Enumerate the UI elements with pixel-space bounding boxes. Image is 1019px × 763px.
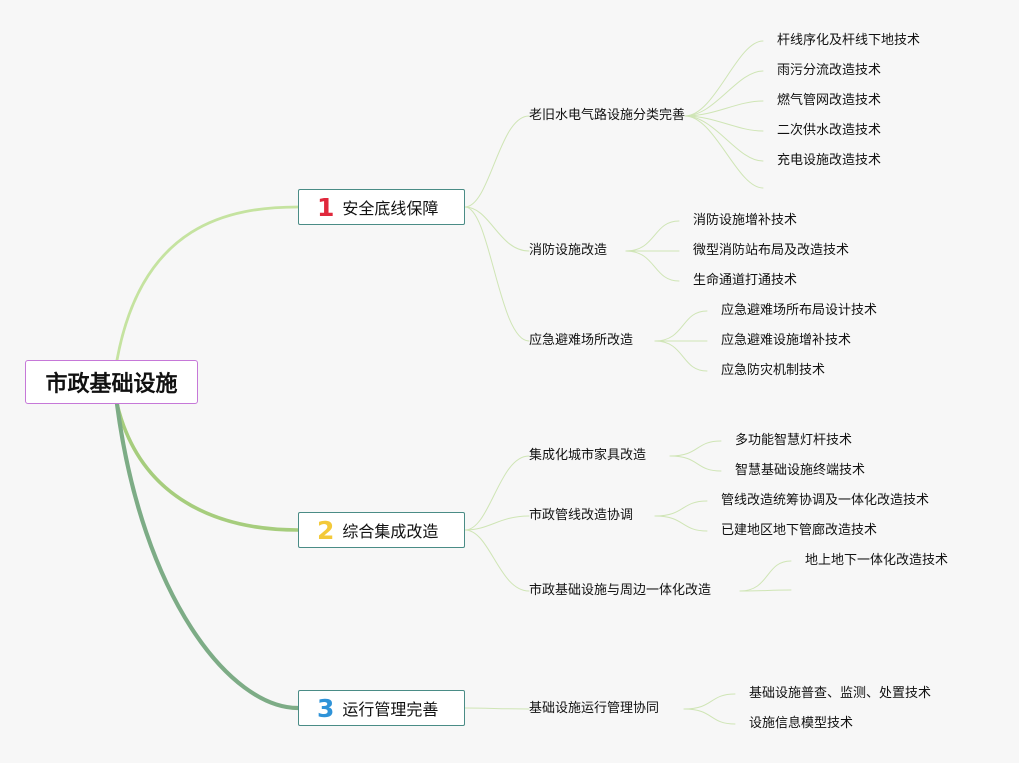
main-node-1[interactable]: 1 安全底线保障: [298, 189, 465, 225]
branch-3-connector: [114, 401, 301, 711]
leaf-node-1-3-3[interactable]: 应急防灾机制技术: [721, 363, 826, 378]
main-node-3[interactable]: 3 运行管理完善: [298, 690, 465, 726]
leaf-node-1-2-1[interactable]: 消防设施增补技术: [693, 213, 798, 228]
leaf-connector-3-1-1: [683, 693, 736, 710]
leaf-node-3-1-2[interactable]: 设施信息模型技术: [749, 716, 854, 731]
main-node-3-label: 运行管理完善: [342, 700, 439, 719]
leaf-node-1-1-3[interactable]: 燃气管网改造技术: [777, 93, 882, 108]
leaf-node-2-1-2[interactable]: 智慧基础设施终端技术: [735, 463, 866, 478]
leaf-node-2-2-2[interactable]: 已建地区地下管廊改造技术: [721, 523, 878, 538]
leaf-node-1-2-3[interactable]: 生命通道打通技术: [693, 273, 798, 288]
main-node-1-number-badge: 1: [317, 192, 335, 222]
leaf-connector-2-1-1: [669, 440, 722, 457]
leaf-node-2-2-1[interactable]: 管线改造统筹协调及一体化改造技术: [721, 493, 930, 508]
sub-node-2-1[interactable]: 集成化城市家具改造: [529, 448, 647, 463]
sub-node-2-2[interactable]: 市政管线改造协调: [529, 508, 634, 523]
leaf-connector-2-3-1: [739, 560, 792, 592]
leaf-connector-1-1-6: [684, 115, 764, 189]
sub-connector-3-1: [464, 707, 530, 710]
sub-node-3-1[interactable]: 基础设施运行管理协同: [529, 701, 660, 716]
sub-node-1-2[interactable]: 消防设施改造: [529, 243, 608, 258]
sub-node-1-1[interactable]: 老旧水电气路设施分类完善: [529, 108, 686, 123]
branch-1-connector: [115, 205, 300, 362]
leaf-node-1-1-4[interactable]: 二次供水改造技术: [777, 123, 882, 138]
main-node-3-number-badge: 3: [317, 693, 335, 723]
leaf-connector-1-1-3: [684, 100, 764, 117]
leaf-connector-2-2-1: [654, 500, 708, 517]
main-node-2[interactable]: 2 综合集成改造: [298, 512, 465, 548]
leaf-connector-1-2-3: [625, 250, 680, 282]
main-node-2-label: 综合集成改造: [342, 522, 439, 541]
leaf-connector-2-1-2: [669, 455, 722, 472]
sub-connector-2-2: [464, 515, 530, 531]
sub-node-1-3[interactable]: 应急避难场所改造: [529, 333, 634, 348]
root-label: 市政基础设施: [45, 372, 178, 397]
leaf-connector-1-1-5: [684, 115, 764, 162]
leaf-connector-1-2-1: [625, 220, 680, 252]
leaf-connector-3-1-2: [683, 708, 736, 725]
sub-connector-1-2: [464, 206, 530, 252]
leaf-node-2-1-1[interactable]: 多功能智慧灯杆技术: [735, 433, 853, 448]
leaf-connector-1-1-4: [684, 115, 764, 132]
leaf-node-1-3-1[interactable]: 应急避难场所布局设计技术: [721, 303, 878, 318]
leaf-node-1-1-2[interactable]: 雨污分流改造技术: [777, 63, 882, 78]
sub-node-2-3[interactable]: 市政基础设施与周边一体化改造: [529, 583, 712, 598]
leaf-node-1-1-5[interactable]: 充电设施改造技术: [777, 153, 882, 168]
sub-connector-2-1: [464, 455, 530, 531]
main-node-1-label: 安全底线保障: [342, 199, 439, 218]
leaf-connector-1-1-2: [684, 70, 764, 117]
leaf-connector-2-3-2: [739, 589, 792, 592]
sub-connector-1-1: [464, 115, 530, 208]
leaf-node-1-2-2[interactable]: 微型消防站布局及改造技术: [693, 243, 850, 258]
sub-connector-1-3: [464, 206, 530, 342]
leaf-connector-1-1-1: [684, 40, 764, 117]
leaf-connector-1-3-3: [654, 340, 708, 372]
leaf-node-2-3-1[interactable]: 地上地下一体化改造技术: [805, 553, 949, 568]
leaf-node-1-1-1[interactable]: 杆线序化及杆线下地技术: [777, 33, 921, 48]
sub-connector-2-3: [464, 529, 530, 592]
main-node-2-number-badge: 2: [317, 515, 335, 545]
leaf-node-3-1-1[interactable]: 基础设施普查、监测、处置技术: [749, 686, 932, 701]
leaf-connector-1-3-1: [654, 310, 708, 342]
leaf-connector-2-2-2: [654, 515, 708, 532]
root-node[interactable]: 市政基础设施: [25, 360, 198, 404]
branch-2-connector: [115, 402, 300, 532]
leaf-node-1-3-2[interactable]: 应急避难设施增补技术: [721, 333, 852, 348]
